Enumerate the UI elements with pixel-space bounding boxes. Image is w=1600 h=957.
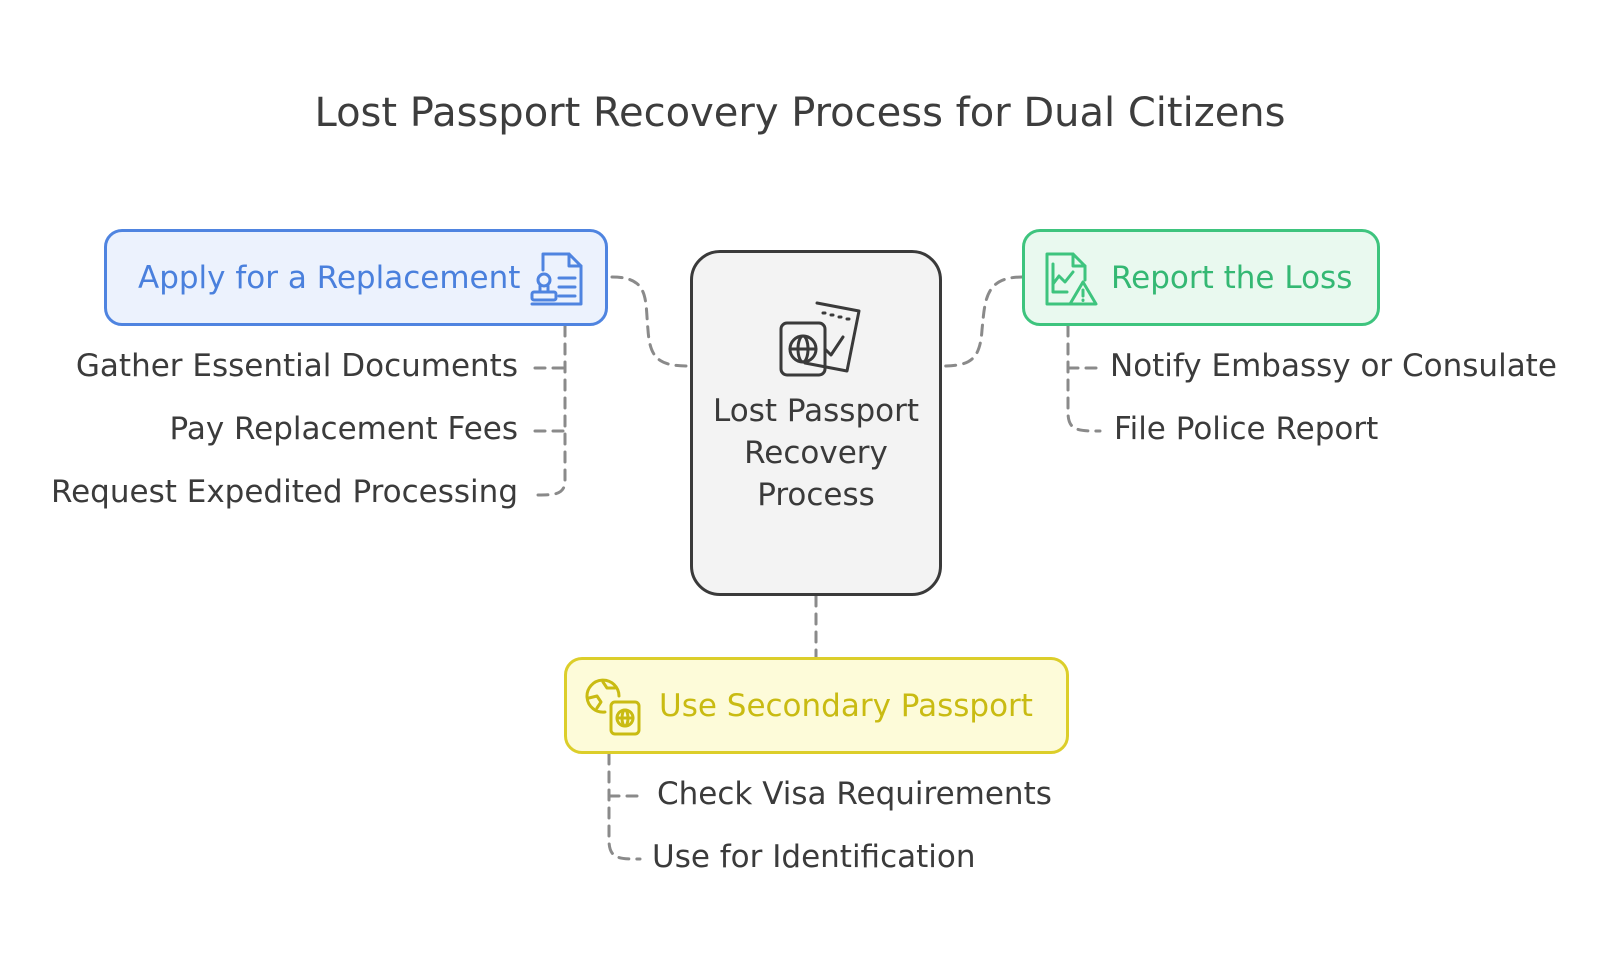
connector-apply-center [610, 275, 692, 368]
secondary-item-identification: Use for Identification [652, 839, 976, 875]
report-loss-label: Report the Loss [1111, 259, 1353, 296]
connector-secondary-items [607, 752, 642, 861]
passport-ticket-icon [779, 293, 861, 382]
diagram-title: Lost Passport Recovery Process for Dual … [314, 90, 1286, 136]
secondary-passport-label: Use Secondary Passport [659, 687, 1033, 724]
apply-item-pay-fees: Pay Replacement Fees [169, 411, 518, 447]
globe-passport-icon [585, 678, 643, 744]
report-item-notify-embassy: Notify Embassy or Consulate [1110, 348, 1557, 384]
apply-item-gather-documents: Gather Essential Documents [75, 348, 518, 384]
connector-report-items [1066, 324, 1102, 433]
report-loss-box: Report the Loss [1022, 229, 1380, 326]
apply-replacement-box: Apply for a Replacement [104, 229, 608, 326]
central-node-label: Lost Passport Recovery Process [713, 393, 919, 513]
central-node: Lost Passport Recovery Process [690, 250, 942, 596]
document-stamp-icon [529, 250, 585, 316]
connector-report-center [940, 275, 1024, 368]
connector-apply-items [533, 324, 567, 497]
secondary-passport-box: Use Secondary Passport [564, 657, 1069, 754]
chart-warning-icon [1043, 250, 1099, 316]
apply-replacement-label: Apply for a Replacement [138, 259, 521, 296]
report-item-police-report: File Police Report [1114, 411, 1379, 447]
apply-item-expedited-processing: Request Expedited Processing [50, 474, 518, 510]
secondary-item-visa-requirements: Check Visa Requirements [657, 776, 1052, 812]
